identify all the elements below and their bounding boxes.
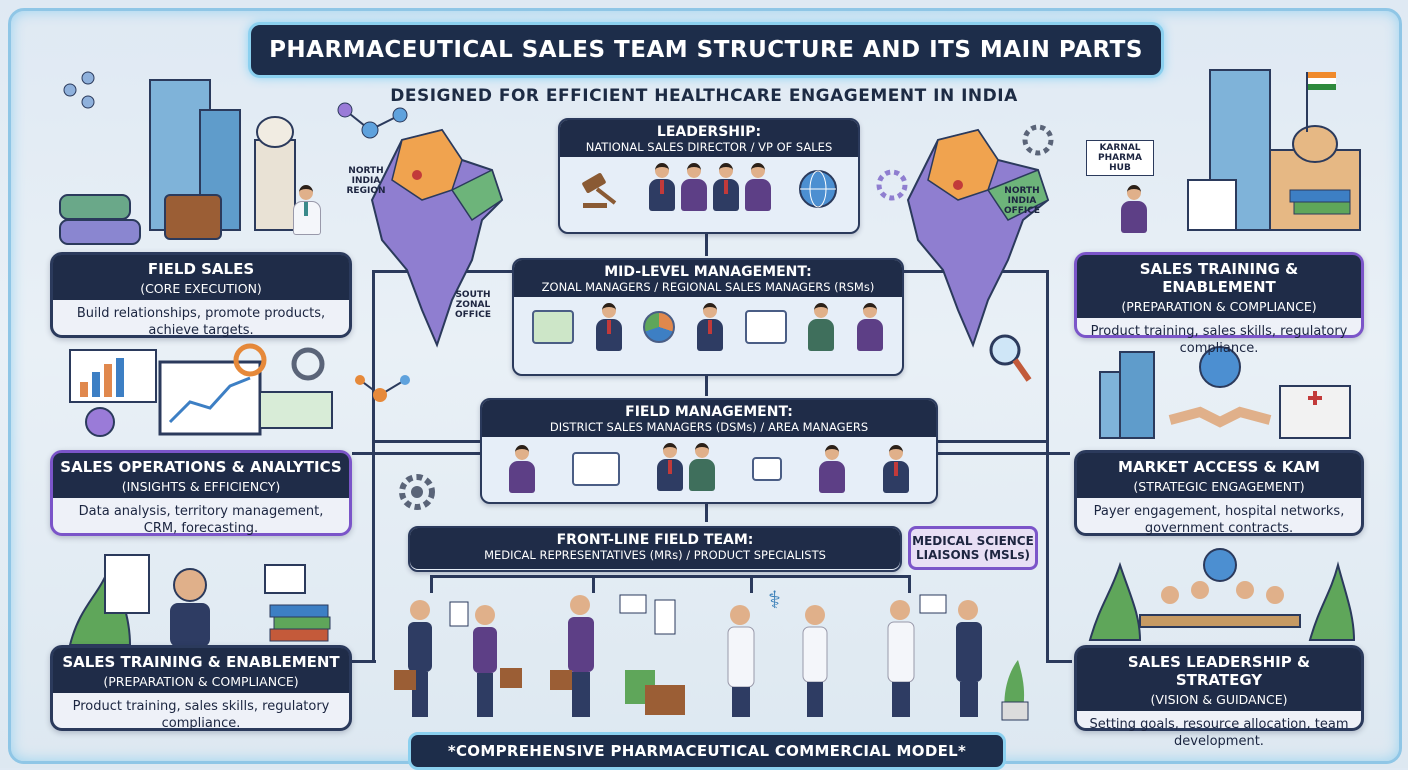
box-field-sales: FIELD SALES (CORE EXECUTION) Build relat…: [50, 252, 352, 338]
mr-pair-2: [550, 594, 685, 717]
footer-banner: *COMPREHENSIVE PHARMACEUTICAL COMMERCIAL…: [408, 732, 1006, 770]
tier-title: MID-LEVEL MANAGEMENT:: [604, 264, 812, 280]
connector: [352, 452, 480, 455]
gear-icon: [399, 474, 435, 510]
connector: [352, 660, 376, 663]
box-title: SALES TRAINING & ENABLEMENT: [53, 648, 349, 674]
box-sales-leadership: SALES LEADERSHIP & STRATEGY (VISION & GU…: [1074, 645, 1364, 749]
molecule-icon: [337, 102, 408, 139]
hub-sign: KARNAL PHARMA HUB: [1086, 140, 1154, 176]
strategy-meeting-illustration: [1088, 548, 1356, 641]
connector: [705, 500, 708, 522]
globe-icon: [798, 170, 837, 208]
tier-roles: MEDICAL REPRESENTATIVES (MRs) / PRODUCT …: [484, 548, 826, 562]
tier-roles: ZONAL MANAGERS / REGIONAL SALES MANAGERS…: [541, 280, 875, 294]
box-market-access: MARKET ACCESS & KAM (STRATEGIC ENGAGEMEN…: [1074, 450, 1364, 536]
connector: [430, 575, 433, 593]
box-sales-training-left: SALES TRAINING & ENABLEMENT (PREPARATION…: [50, 645, 352, 731]
mr-pair-1: [394, 600, 522, 717]
doctor-figure: [290, 185, 322, 237]
connector: [1046, 660, 1072, 663]
connector: [430, 575, 910, 578]
tier-roles: DISTRICT SALES MANAGERS (DSMs) / AREA MA…: [549, 420, 869, 434]
page-subtitle: DESIGNED FOR EFFICIENT HEALTHCARE ENGAGE…: [390, 86, 1018, 106]
box-text: Payer engagement, hospital networks, gov…: [1093, 504, 1345, 536]
meeting-group: [654, 443, 718, 495]
connector: [592, 575, 595, 593]
training-illustration: [68, 554, 331, 647]
svg-text:⚕: ⚕: [768, 590, 781, 614]
support-agent-figure: [1118, 185, 1150, 237]
tier-front-line: FRONT-LINE FIELD TEAM: MEDICAL REPRESENT…: [408, 526, 902, 572]
id-card-icon: [744, 310, 787, 344]
analytics-illustration: [69, 343, 333, 437]
gear-icon: [876, 169, 908, 201]
msl-box: MEDICAL SCIENCE LIAISONS (MSLs): [908, 526, 1038, 570]
box-subtitle: (PREPARATION & COMPLIANCE): [1077, 299, 1361, 318]
chart-board-icon: [572, 452, 620, 486]
left-connector: [372, 270, 375, 660]
connector: [705, 372, 708, 396]
india-map-left: [370, 128, 504, 348]
map-chip-icon: [532, 310, 575, 344]
box-sales-operations: SALES OPERATIONS & ANALYTICS (INSIGHTS &…: [50, 450, 352, 536]
market-access-illustration: [1099, 346, 1351, 439]
pie-chart-icon: [643, 311, 676, 343]
map-label-south-office: SOUTH ZONAL OFFICE: [454, 290, 492, 320]
magnifier-icon: [989, 334, 1032, 382]
box-title: MARKET ACCESS & KAM: [1077, 453, 1361, 479]
tier-roles: NATIONAL SALES DIRECTOR / VP OF SALES: [585, 140, 833, 154]
box-subtitle: (VISION & GUIDANCE): [1077, 692, 1361, 711]
tier-field-management: FIELD MANAGEMENT: DISTRICT SALES MANAGER…: [480, 398, 938, 504]
box-subtitle: (PREPARATION & COMPLIANCE): [53, 674, 349, 693]
city-illustration-right: [1187, 69, 1361, 231]
tier-title: LEADERSHIP:: [656, 124, 762, 140]
connector: [935, 440, 1048, 443]
box-text: Data analysis, territory management, CRM…: [78, 504, 324, 536]
gavel-icon: [582, 173, 617, 208]
connector: [750, 575, 753, 593]
india-map-right: [906, 128, 1050, 348]
box-title: FIELD SALES: [53, 255, 349, 281]
tier-leadership: LEADERSHIP: NATIONAL SALES DIRECTOR / VP…: [558, 118, 860, 234]
tier-title: FIELD MANAGEMENT:: [625, 404, 793, 420]
box-subtitle: (INSIGHTS & EFFICIENCY): [53, 479, 349, 498]
box-title: SALES TRAINING & ENABLEMENT: [1077, 255, 1361, 299]
front-line-scene: ⚕: [394, 590, 1029, 721]
msl-line1: MEDICAL SCIENCE: [912, 534, 1034, 548]
doctor-pair: ⚕: [727, 590, 828, 717]
msl-pair: [887, 594, 1029, 721]
box-text: Product training, sales skills, regulato…: [72, 699, 330, 731]
gear-icon: [1022, 124, 1054, 156]
box-text: Setting goals, resource allocation, team…: [1089, 717, 1349, 749]
connector: [935, 452, 1070, 455]
connector: [372, 440, 480, 443]
city-illustration-left: [59, 71, 296, 245]
box-subtitle: (STRATEGIC ENGAGEMENT): [1077, 479, 1361, 498]
leadership-group: [646, 163, 774, 215]
map-label-north-region: NORTH INDIA REGION: [346, 166, 386, 196]
tier-mid-level: MID-LEVEL MANAGEMENT: ZONAL MANAGERS / R…: [512, 258, 904, 376]
right-connector: [1046, 270, 1049, 660]
box-text: Build relationships, promote products, a…: [76, 306, 326, 338]
chat-bubble-icon: [752, 457, 782, 481]
box-title: SALES LEADERSHIP & STRATEGY: [1077, 648, 1361, 692]
map-label-north-office: NORTH INDIA OFFICE: [1003, 186, 1041, 216]
msl-line2: LIAISONS (MSLs): [916, 548, 1030, 562]
box-title: SALES OPERATIONS & ANALYTICS: [53, 453, 349, 479]
connector: [908, 575, 911, 593]
box-sales-training-right: SALES TRAINING & ENABLEMENT (PREPARATION…: [1074, 252, 1364, 356]
molecule-icon: [355, 375, 410, 402]
connector: [705, 232, 708, 256]
tier-title: FRONT-LINE FIELD TEAM:: [556, 532, 754, 548]
page-title: PHARMACEUTICAL SALES TEAM STRUCTURE AND …: [248, 22, 1164, 78]
box-text: Product training, sales skills, regulato…: [1090, 324, 1348, 356]
box-subtitle: (CORE EXECUTION): [53, 281, 349, 300]
